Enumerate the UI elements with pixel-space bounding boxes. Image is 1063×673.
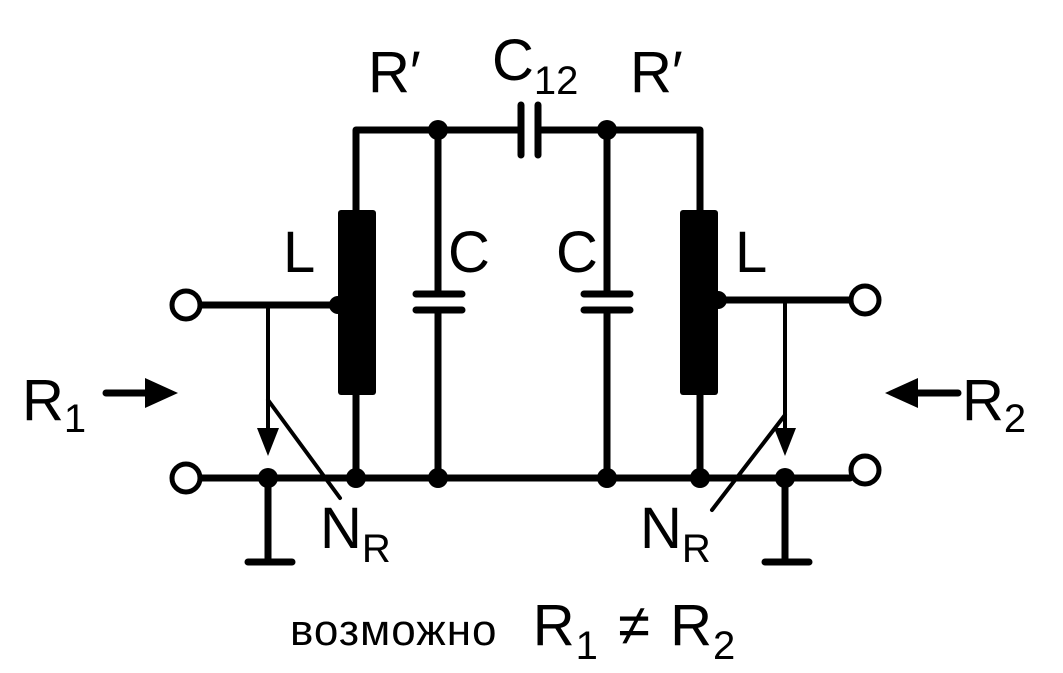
- caption-r2-main: R: [670, 593, 713, 658]
- nr-left-arrow-head: [257, 428, 279, 456]
- label-nr-right: NR: [640, 496, 711, 571]
- r2-arrow-head: [885, 378, 918, 408]
- label-nr-right-main: N: [640, 496, 682, 561]
- terminals: [169, 283, 882, 495]
- label-c12-sub: 12: [534, 59, 579, 103]
- node-bottom-4: [597, 468, 617, 488]
- top-wires: [352, 126, 704, 219]
- label-nr-left-sub: R: [362, 527, 391, 571]
- node-bottom-6: [775, 468, 795, 488]
- label-r2-sub: 2: [1004, 397, 1026, 441]
- label-r2-main: R: [962, 368, 1004, 433]
- capacitor-c12: [517, 101, 542, 159]
- caption: возможно R1 ≠ R2: [290, 593, 736, 669]
- nr-right-arrow-head: [774, 428, 796, 456]
- caption-r1-main: R: [533, 593, 576, 658]
- caption-r1-sub: 1: [576, 624, 599, 668]
- top-wire-right: [536, 126, 704, 219]
- ground-right: [761, 474, 813, 566]
- resistor-nr-left: [257, 303, 342, 500]
- r1-arrow-head: [145, 378, 178, 408]
- terminal-right-bottom: [848, 453, 882, 487]
- label-c-left: C: [448, 220, 490, 285]
- node-top-left: [428, 120, 448, 140]
- node-bottom-3: [428, 468, 448, 488]
- junction-nodes: [258, 120, 795, 488]
- caption-word: возможно: [290, 606, 497, 655]
- label-nr-right-sub: R: [682, 527, 711, 571]
- top-wire-left: [352, 126, 524, 219]
- capacitor-right: [580, 126, 634, 482]
- ground-left: [244, 474, 296, 566]
- caption-neq: ≠: [618, 593, 651, 658]
- coil-left: [194, 210, 376, 482]
- node-bottom-1: [258, 468, 278, 488]
- label-r1-main: R: [22, 368, 64, 433]
- node-top-right: [597, 120, 617, 140]
- label-r1-sub: 1: [64, 397, 86, 441]
- label-r-prime-left: R′: [368, 40, 421, 105]
- label-c12: C12: [492, 28, 578, 103]
- label-r1: R1: [22, 368, 86, 441]
- label-l-left: L: [283, 220, 315, 285]
- coil-left-body: [338, 210, 376, 395]
- nr-left-slash: [266, 398, 342, 500]
- label-r-prime-right: R′: [630, 40, 683, 105]
- coil-right-body: [680, 210, 718, 395]
- capacitor-left: [412, 126, 466, 482]
- label-l-right: L: [735, 220, 767, 285]
- node-bottom-2: [346, 468, 366, 488]
- label-nr-left-main: N: [320, 496, 362, 561]
- terminal-right-top: [848, 283, 882, 317]
- terminal-left-bottom: [169, 461, 203, 495]
- label-c12-main: C: [492, 28, 534, 93]
- node-coil-left-tap: [329, 296, 347, 314]
- terminal-left-top: [169, 288, 203, 322]
- label-nr-left: NR: [320, 496, 391, 571]
- nr-right-slash: [710, 413, 787, 512]
- label-c-right: C: [556, 220, 598, 285]
- r2-arrow: [885, 378, 962, 408]
- r1-arrow: [102, 378, 178, 408]
- label-r2: R2: [962, 368, 1026, 441]
- node-bottom-5: [690, 468, 710, 488]
- caption-r2-sub: 2: [713, 624, 736, 668]
- resistor-nr-right: [710, 298, 796, 512]
- node-coil-right-tap: [709, 291, 727, 309]
